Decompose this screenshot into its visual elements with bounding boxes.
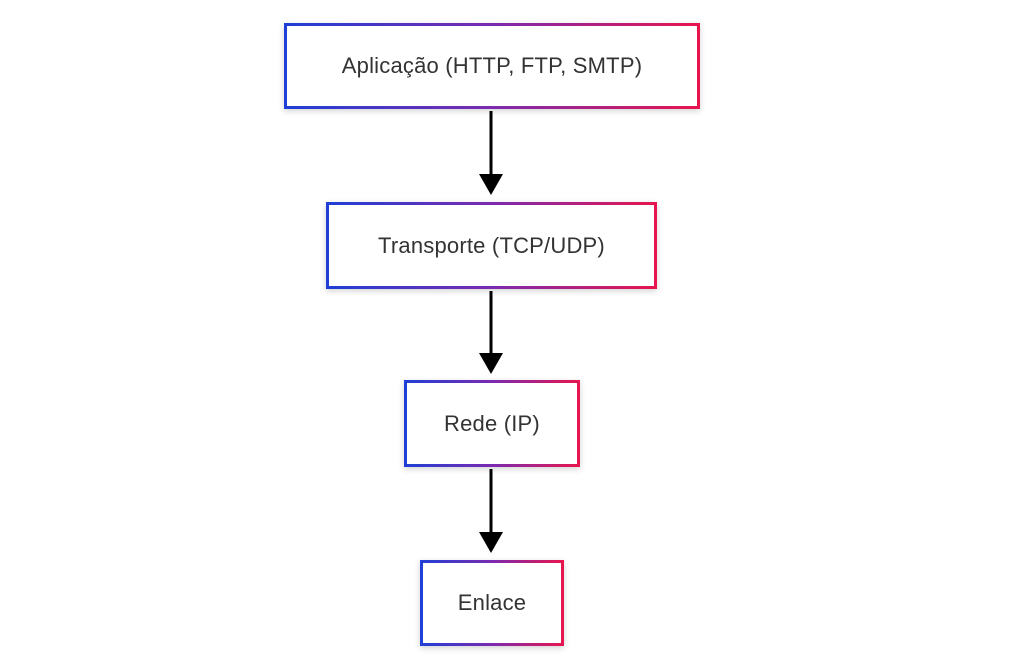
node-rede-label: Rede (IP) (444, 410, 540, 436)
arrow-transporte-to-rede (479, 291, 503, 374)
node-aplicacao: Aplicação (HTTP, FTP, SMTP) (284, 23, 700, 109)
node-enlace: Enlace (420, 560, 564, 646)
arrow-app-to-transporte (479, 111, 503, 195)
node-aplicacao-label: Aplicação (HTTP, FTP, SMTP) (341, 53, 643, 78)
node-rede: Rede (IP) (404, 380, 580, 467)
node-transporte-label: Transporte (TCP/UDP) (378, 232, 605, 258)
node-transporte: Transporte (TCP/UDP) (326, 202, 657, 289)
arrow-rede-to-enlace (479, 469, 503, 553)
node-enlace-label: Enlace (457, 590, 527, 615)
